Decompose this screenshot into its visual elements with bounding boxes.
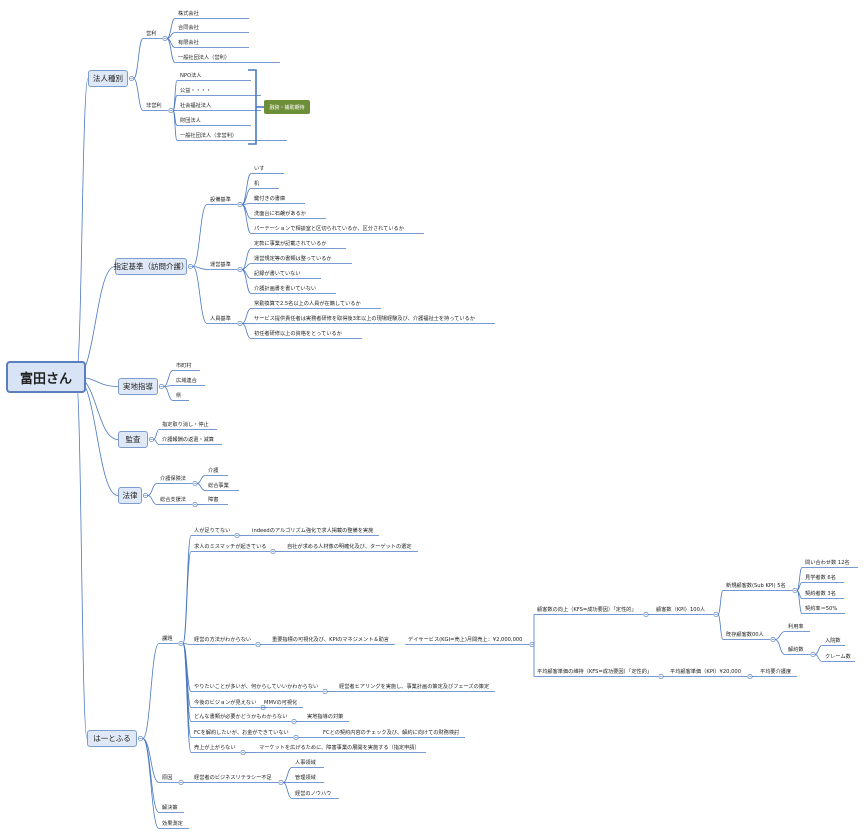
label-k5a: MMVの可視化 [264, 700, 298, 706]
label-k3e-item-3: 契約者数 3名 [805, 591, 836, 597]
label-kaigo-hoken: 介護保険法 [160, 476, 186, 482]
label-k5: 今後のビジョンが見えない [194, 700, 257, 706]
label-k3f2-item-1: 入院数 [825, 638, 841, 644]
label-jinin: 人員基準 [210, 316, 231, 322]
label-jinin-item-2: サービス提供責任者は実務者研修を取得後3年以上の現場経験及び、介護福祉士を持って… [254, 316, 475, 322]
label-kadai: 課題 [162, 636, 173, 642]
collapse-toggle-heart[interactable] [137, 735, 144, 742]
label-k1: 人が足りてない [194, 528, 231, 534]
collapse-toggle-kansa[interactable] [148, 436, 155, 443]
label-k2a: 自社が求める人材像の明確化及び、ターゲットの選定 [287, 544, 412, 550]
collapse-toggle-shitei[interactable] [187, 263, 194, 270]
label-jicchi-item-2: 広域連合 [176, 378, 197, 384]
label-setsubi-item-3: 鍵付きの書庫 [254, 196, 286, 202]
label-k3: 経営の方法がわからない [194, 637, 252, 643]
label-setsubi: 設備基準 [210, 197, 231, 203]
node-kansa[interactable]: 監査 [118, 431, 148, 448]
label-unei: 運営基準 [210, 262, 231, 268]
label-hieiri-item-3: 社会福祉法人 [180, 103, 212, 109]
label-k3a: 重要指標の可視化及び、KPIのマネジメント＆助言 [272, 637, 389, 643]
label-unei-item-4: 介護計画書を書いていない [254, 286, 317, 292]
label-kaigo-item-2: 総合事業 [208, 483, 229, 489]
label-hieiri-item-5: 一般社団法人（非営利） [180, 133, 238, 139]
label-k3f2-item-2: クレーム数 [825, 654, 851, 660]
label-k1a: indeedのアルゴリズム強化で求人掲載の整備を実施 [252, 528, 374, 534]
collapse-toggle-jicchi[interactable] [158, 383, 165, 390]
label-hieiri-item-1: NPO法人 [180, 73, 202, 79]
node-heart[interactable]: は一とふる [87, 730, 137, 747]
label-kansa-item-2: 介護報酬の返還・減算 [162, 437, 214, 443]
label-k8a: マーケットを広げるために、障害事業の展開を実施する（指定申請） [259, 745, 420, 751]
label-k4a: 経営者ヒアリングを実施し、事業計画の策定及びフェーズの策定 [339, 684, 490, 690]
label-g1: 経営者のビジネスリテラシー不足 [194, 775, 272, 781]
node-jicchi[interactable]: 実地指導 [118, 378, 158, 395]
collapse-toggle-houjin[interactable] [128, 75, 135, 82]
label-k6: どんな書類が必要かどうかもわからない [194, 714, 288, 720]
label-g1-item-2: 管理領域 [295, 775, 316, 781]
label-k3e-item-2: 見学者数 6名 [805, 575, 836, 581]
label-setsubi-item-5: パーテーションで相談室と区切られているか、区分されているか [254, 226, 404, 232]
label-jinin-item-1: 常勤換算で2.5名以上の人員が在籍しているか [254, 301, 361, 307]
note-yushi: 融資・補助期待 [264, 100, 310, 114]
label-setsubi-item-4: 洗面台に石鹸があるか [254, 211, 306, 217]
label-kansa-item-1: 指定取り消し・停止 [162, 422, 209, 428]
label-kaigo-item-1: 介護 [208, 468, 219, 474]
label-eiri-item-3: 有限会社 [178, 40, 199, 46]
label-k3d: 顧客数（KPI）100人 [656, 607, 706, 613]
label-unei-item-3: 記録が書いていない [254, 271, 301, 277]
label-g1-item-1: 人事領域 [295, 760, 316, 766]
label-k7a: FCとの契約内容のチェック及び、解約に向けての財務検討 [323, 730, 460, 736]
label-k3b: デイサービス(KGI=売上)月間売上：¥2,000,000 [408, 637, 523, 643]
label-k3g: 平均顧客単価の維持（KFS=成功要因）「定性的」 [537, 669, 653, 675]
label-eiri-item-1: 株式会社 [178, 11, 199, 17]
label-eiri: 営利 [146, 31, 157, 37]
label-hieiri: 非営利 [146, 103, 162, 109]
label-g1-item-3: 経営のノウハウ [295, 791, 332, 797]
label-jicchi-item-1: 市町村 [176, 363, 192, 369]
label-k3e: 新規顧客数(Sub KPI) 5名 [726, 583, 786, 589]
label-unei-item-1: 定款に事業が記載されているか [254, 241, 327, 247]
label-sogo-shien: 総合支援法 [160, 497, 186, 503]
label-setsubi-item-2: 机 [254, 181, 260, 187]
label-k3e-item-1: 問い合わせ数 12名 [805, 560, 850, 566]
label-k6a: 実地指導の対策 [307, 714, 344, 720]
label-eiri-item-4: 一般社団法人（営利） [178, 55, 230, 61]
label-hieiri-item-2: 公益・・・・ [180, 88, 212, 94]
collapse-toggle-houritsu[interactable] [142, 492, 149, 499]
label-jicchi-item-3: 県 [176, 393, 182, 399]
node-shitei[interactable]: 指定基準（訪問介護） [114, 258, 189, 275]
node-houritsu[interactable]: 法律 [118, 487, 142, 504]
root-node[interactable]: 富田さん [6, 361, 86, 393]
label-eiri-item-2: 合同会社 [178, 25, 199, 31]
label-k3h: 平均顧客単価（KPI）¥20,000 [670, 669, 742, 675]
label-k3f1: 利用率 [788, 624, 804, 630]
label-k3f2: 解約数 [788, 647, 804, 653]
label-genin: 原因 [162, 775, 173, 781]
label-k3c: 顧客数の向上（KFS=成功要因）「定性的」 [537, 607, 637, 613]
label-k3f: 既存顧客数00人 [726, 632, 764, 638]
label-k2: 求人のミスマッチが起きている [194, 544, 267, 550]
label-kaiketsu: 解決策 [162, 805, 178, 811]
label-unei-item-2: 運営規定等の書類は整っているか [254, 256, 332, 262]
label-kouka: 効果測定 [162, 821, 183, 827]
label-k3i: 平均要介護度 [760, 669, 792, 675]
label-k3e-item-4: 契約率＝50% [805, 606, 838, 612]
label-sogo-item-1: 障害 [208, 497, 219, 503]
label-k7: FCを解約したいが、お金ができていない [194, 730, 289, 736]
label-k4: やりたいことが多いが、何からしていいかわからない [194, 684, 319, 690]
label-k8: 売上が上がらない [194, 745, 236, 751]
label-setsubi-item-1: いす [254, 166, 265, 172]
node-houjin[interactable]: 法人種別 [88, 70, 128, 87]
label-jinin-item-3: 初任者研修以上の資格をとっているか [254, 331, 342, 337]
label-hieiri-item-4: 財団法人 [180, 118, 201, 124]
